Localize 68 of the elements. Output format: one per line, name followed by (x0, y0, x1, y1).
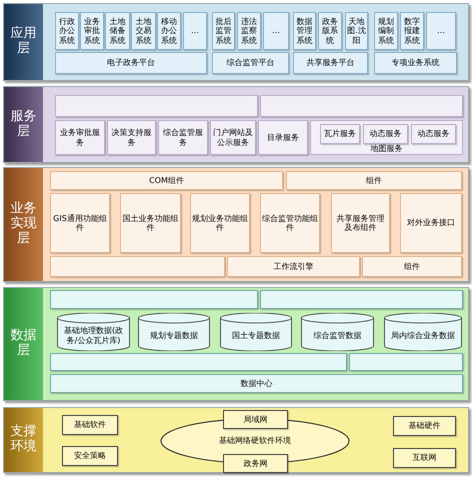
component-box: 动态服务 (411, 124, 456, 144)
group-box (310, 120, 463, 155)
empty-box (260, 290, 463, 309)
component-box: 共享服务管理及布组件 (331, 193, 390, 253)
component-box: 组件 (362, 256, 462, 277)
component-box: 综合监管功能组件 (260, 193, 320, 253)
component-box: 瓦片服务 (320, 124, 360, 144)
component-box: 共享服务平台 (293, 52, 368, 74)
component-box: 行政办公系统 (55, 12, 79, 50)
component-box: 政务网 (223, 454, 288, 473)
component-box: 业务审批系统 (80, 12, 104, 50)
empty-box (349, 353, 463, 371)
component-box: GIS通用功能组件 (50, 193, 110, 253)
component-box: 土地交易系统 (131, 12, 156, 50)
empty-box (50, 353, 347, 371)
layer-label: 应用层 (4, 4, 43, 80)
component-box: 规划业务功能组件 (190, 193, 250, 253)
component-box: 门户网站及公示服务 (210, 120, 256, 155)
group-label: 地图服务 (370, 144, 404, 153)
component-box: 工作流引擎 (227, 256, 360, 277)
component-box: 电子政务平台 (55, 52, 207, 74)
component-box: 批后监管系统 (212, 12, 235, 50)
component-box: … (426, 12, 456, 50)
component-box: … (183, 12, 207, 50)
component-box: 专项业务系统 (374, 52, 457, 74)
database-cylinder: 基础地理数据(政务/公众瓦片库) (57, 313, 130, 351)
component-box: 规划编制系统 (374, 12, 398, 50)
component-box: 数字报建系统 (400, 12, 424, 50)
layer-label: 业务实现层 (4, 168, 43, 281)
layer-panel (3, 86, 469, 163)
component-box: 违法监察系统 (237, 12, 261, 50)
component-box: 政务版系统 (318, 12, 342, 50)
component-box: 业务审批服务 (55, 120, 105, 155)
component-box: 基础软件 (62, 415, 118, 435)
component-box: 局域网 (223, 410, 288, 429)
empty-box (260, 95, 463, 117)
component-box: 互联网 (393, 448, 456, 468)
component-box: 安全策略 (62, 446, 118, 466)
layer-panel (3, 407, 469, 473)
database-cylinder: 规划专题数据 (138, 313, 210, 351)
database-cylinder: 国土专题数据 (220, 313, 292, 351)
component-box: 数据中心 (50, 374, 463, 393)
component-box: 综合监管服务 (158, 120, 208, 155)
component-box: 国土业务功能组件 (120, 193, 181, 253)
component-box: 土地储备系统 (105, 12, 130, 50)
empty-box (55, 95, 258, 117)
component-box: 基础硬件 (393, 416, 456, 436)
database-cylinder: 局内综合业务数据 (384, 313, 462, 351)
layer-panel (3, 3, 469, 81)
component-box: 组件 (286, 171, 462, 190)
layer-label: 数据层 (4, 288, 43, 400)
component-box: 移动办公系统 (157, 12, 181, 50)
component-box: 对外业务接口 (400, 193, 462, 253)
layer-label: 服务层 (4, 87, 43, 162)
component-box: … (263, 12, 289, 50)
component-box: COM组件 (50, 171, 283, 190)
database-cylinder: 综合监管数据 (301, 313, 374, 351)
layer-label: 支撑环境 (4, 408, 43, 472)
layer-panel (3, 287, 469, 401)
empty-box (50, 256, 225, 277)
component-box: 综合监管平台 (212, 52, 289, 74)
layer-panel (3, 167, 469, 282)
component-box: 动态服务 (363, 124, 408, 144)
component-box: 决策支持服务 (107, 120, 156, 155)
component-box: 数据管理系统 (293, 12, 316, 50)
empty-box (50, 290, 258, 309)
component-box: 目录服务 (258, 120, 308, 155)
component-box: 天地图.沈阳 (345, 12, 368, 50)
